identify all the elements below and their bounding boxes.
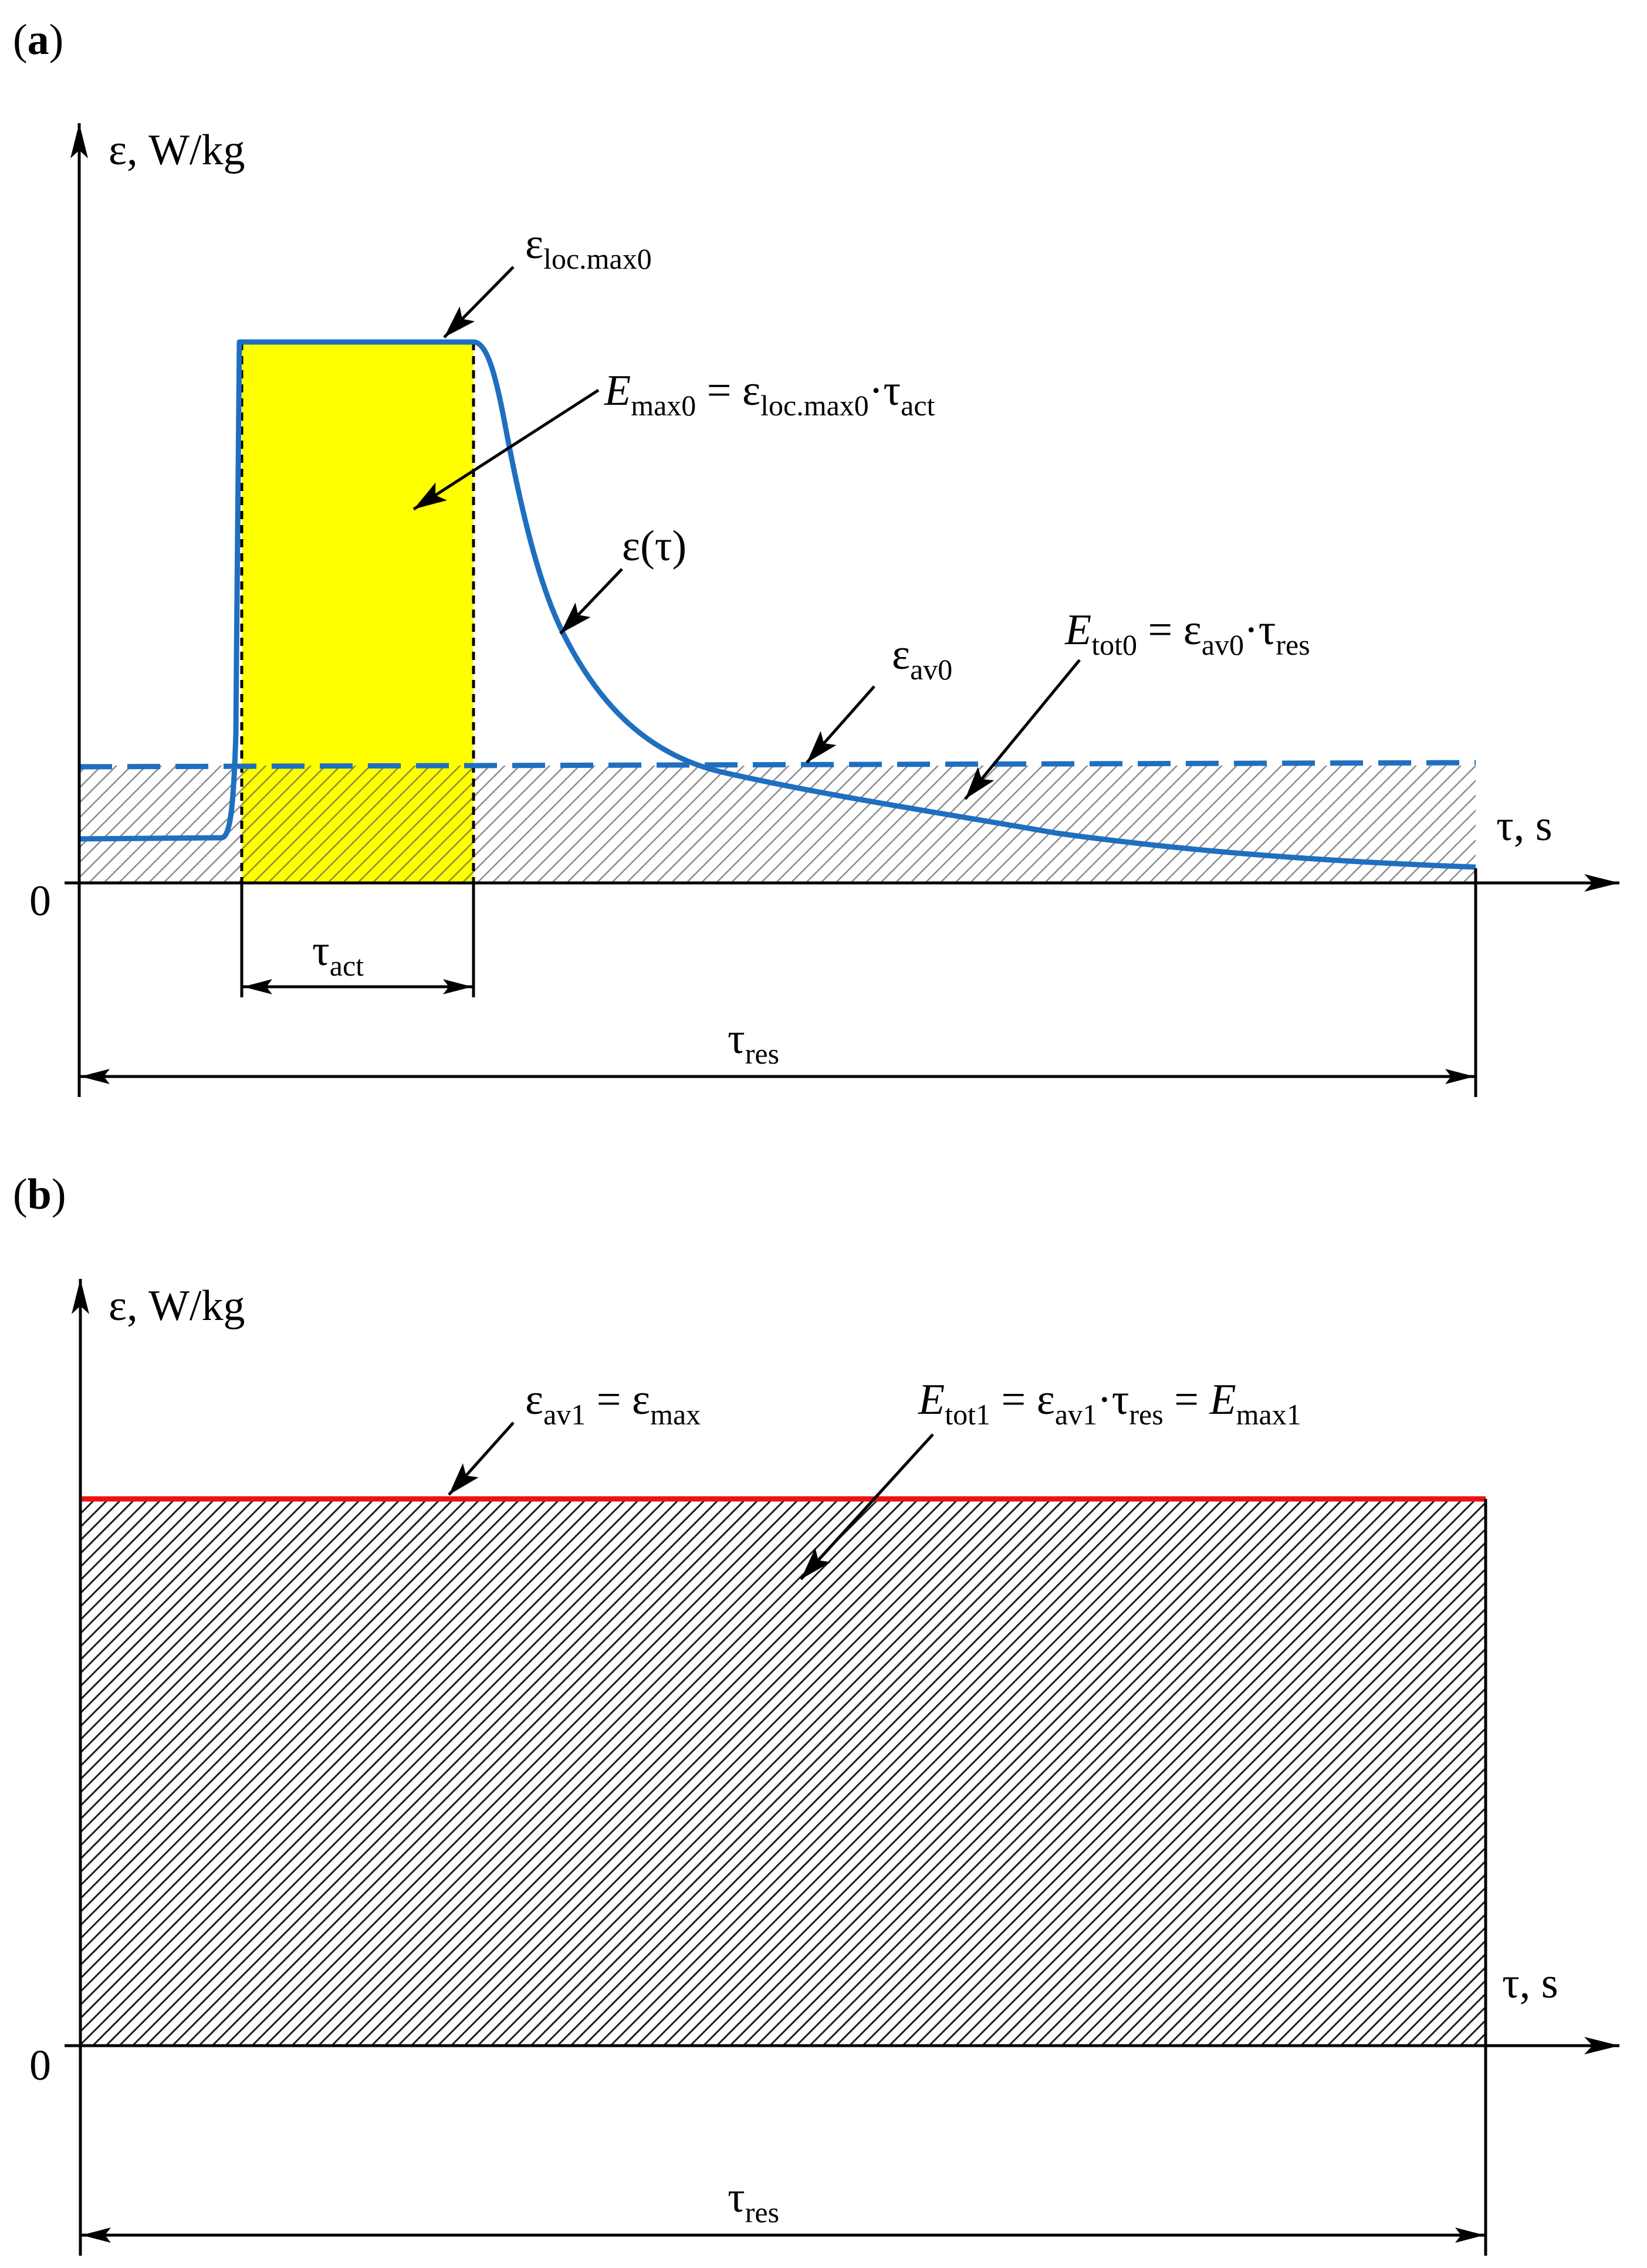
E-tot1-formula: Etot1 = εav1·τres = Emax1 (918, 1376, 1301, 1431)
tau-act-label: τact (312, 927, 364, 982)
leader-eps-av1 (448, 1421, 515, 1496)
total-energy-area-b (80, 1499, 1486, 2046)
active-energy-area (242, 342, 474, 766)
panel-b-label: (b) (13, 1170, 66, 1218)
x-axis-label-b: τ, s (1502, 1959, 1558, 2008)
leader-E-max0 (412, 388, 600, 511)
y-axis-label-a: ε, W/kg (109, 126, 245, 174)
eps-tau-label: ε(τ) (622, 522, 686, 570)
leader-eps-tau (559, 568, 623, 635)
average-line-a (79, 760, 1476, 770)
leader-E-tot0 (964, 659, 1081, 800)
eps-av0-label: εav0 (892, 631, 952, 686)
eps-locmax0-label: εloc.max0 (525, 220, 652, 275)
dissipation-curve (79, 339, 1476, 870)
E-max0-formula: Emax0 = εloc.max0·τact (604, 367, 935, 422)
tau-res-label-b: τres (728, 2174, 779, 2229)
tau-res-label-a: τres (728, 1015, 779, 1070)
leader-E-tot1 (800, 1433, 934, 1580)
origin-label-a: 0 (29, 877, 51, 925)
panel-b: (b) ε, W/kg τ, s 0 τres εav1 = εmax Etot… (13, 1170, 1619, 2256)
leader-eps-av0 (806, 685, 875, 764)
E-tot0-formula: Etot0 = εav0·τres (1064, 606, 1310, 661)
eps-av1-formula: εav1 = εmax (525, 1376, 701, 1431)
active-overlap-area (242, 766, 474, 883)
x-axis-label-a: τ, s (1496, 802, 1553, 850)
panel-a-label: (a) (13, 16, 63, 64)
y-axis-label-b: ε, W/kg (109, 1282, 245, 1330)
origin-label-b: 0 (29, 2042, 51, 2090)
panel-a: (a) ε, W/kg τ, s 0 τact τres (13, 16, 1619, 1097)
leader-local-max (443, 266, 515, 338)
